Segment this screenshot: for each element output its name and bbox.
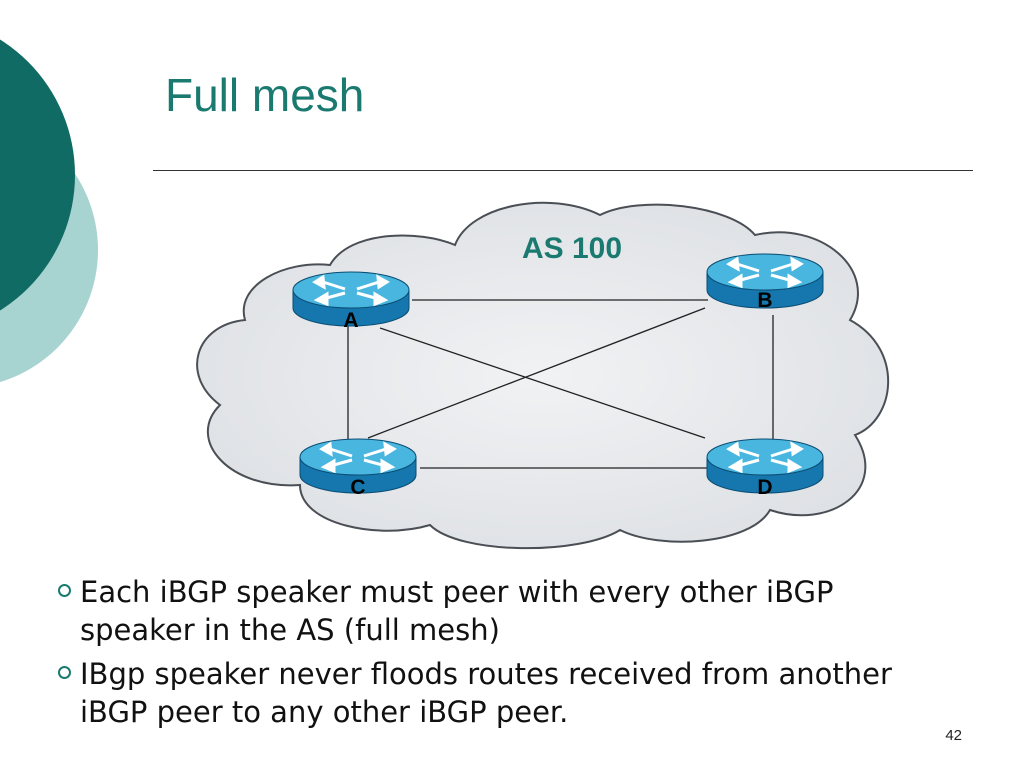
router-b: B: [706, 253, 824, 312]
link-b-c: [367, 307, 706, 439]
bullet-list: Each iBGP speaker must peer with every o…: [58, 573, 938, 737]
router-arrows-icon: [726, 256, 804, 289]
bullet-item: Each iBGP speaker must peer with every o…: [58, 573, 938, 649]
router-arrows-icon: [312, 274, 390, 307]
decorative-circles: [0, 39, 98, 383]
dark-teal-circle: [0, 39, 75, 311]
router-arrows-icon: [726, 441, 804, 474]
slide-title: Full mesh: [165, 69, 365, 121]
circle-bullet-icon: [58, 584, 71, 597]
circle-bullet-icon: [58, 666, 71, 679]
bullet-text: IBgp speaker never floods routes receive…: [80, 657, 892, 729]
router-label: D: [757, 476, 772, 499]
router-a: A: [292, 271, 410, 332]
mesh-links: [347, 299, 774, 469]
router-label: A: [343, 309, 358, 332]
router-label: B: [757, 289, 772, 312]
page-number: 42: [945, 727, 962, 744]
bullet-item: IBgp speaker never floods routes receive…: [58, 655, 938, 731]
link-a-d: [379, 327, 706, 439]
full-mesh-diagram: AS 100 A B: [196, 201, 890, 550]
router-arrows-icon: [319, 441, 397, 474]
bullet-text: Each iBGP speaker must peer with every o…: [80, 575, 834, 647]
router-label: C: [350, 476, 365, 499]
as-label: AS 100: [522, 232, 622, 265]
router-c: C: [299, 438, 417, 499]
title-divider: [153, 170, 973, 171]
router-d: D: [706, 438, 824, 499]
